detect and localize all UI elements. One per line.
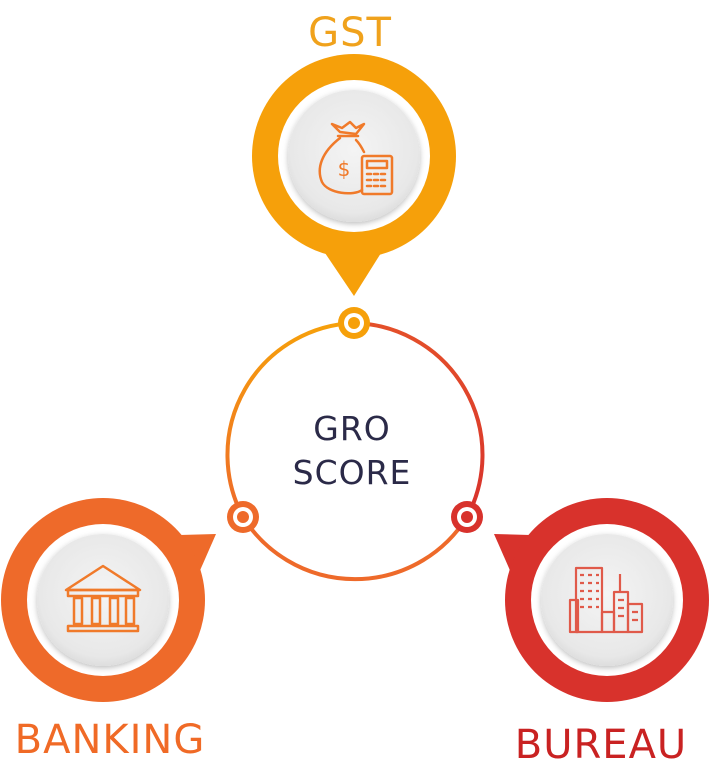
center-title-line1: GRO xyxy=(313,409,390,448)
banking-label: BANKING xyxy=(15,717,206,763)
money-bag-calculator-icon: $ xyxy=(318,120,394,196)
bank-building-icon xyxy=(64,564,142,633)
connector-dot-top xyxy=(338,307,370,339)
svg-text:$: $ xyxy=(338,157,351,181)
center-ring xyxy=(225,321,485,582)
city-buildings-icon xyxy=(568,566,644,634)
node-banking xyxy=(1,498,216,702)
connector-dot-left xyxy=(227,501,259,533)
gst-label: GST xyxy=(308,10,392,56)
bureau-label: BUREAU xyxy=(515,722,687,768)
node-gst: $ xyxy=(252,54,456,296)
connector-dot-right xyxy=(451,501,483,533)
node-bureau xyxy=(494,498,709,702)
center-title-line2: SCORE xyxy=(293,453,412,492)
